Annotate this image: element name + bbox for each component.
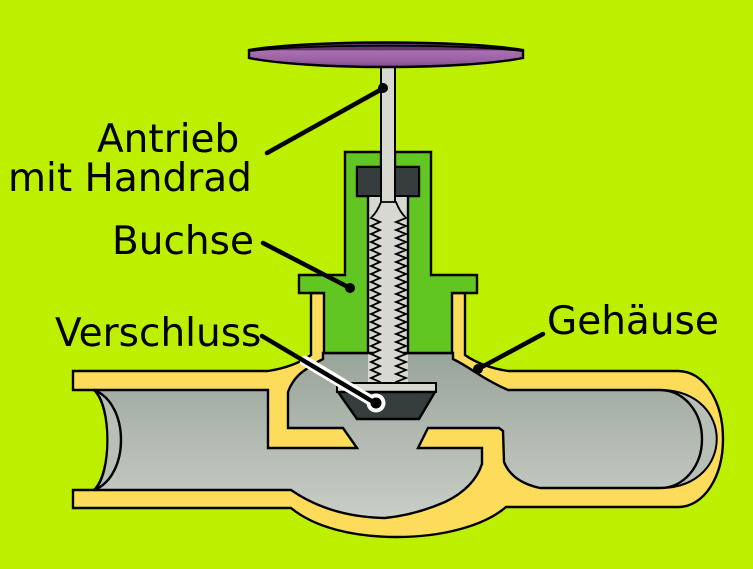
label-antrieb-line1: Antrieb <box>97 117 240 162</box>
packing-gland-left <box>356 166 382 197</box>
label-gehaeuse: Gehäuse <box>547 299 719 344</box>
buchse-pointer-dot <box>345 283 355 293</box>
handwheel <box>247 41 525 69</box>
label-buchse: Buchse <box>112 219 254 264</box>
label-verschluss: Verschluss <box>55 311 262 356</box>
gehaeuse-pointer-dot <box>473 364 483 374</box>
antrieb-pointer-line <box>264 86 385 156</box>
valve-stem <box>380 57 396 205</box>
label-antrieb-line2: mit Handrad <box>8 156 252 201</box>
gehaeuse-pointer-line <box>477 331 546 371</box>
packing-gland-right <box>394 166 420 197</box>
flow-passage-interior <box>93 351 704 520</box>
verschluss-pointer-line <box>259 333 378 406</box>
verschluss-pointer-dot <box>370 397 382 409</box>
handwheel-rim-line <box>249 44 523 52</box>
buchse-pointer-line <box>260 240 353 291</box>
antrieb-pointer-dot <box>378 83 388 93</box>
